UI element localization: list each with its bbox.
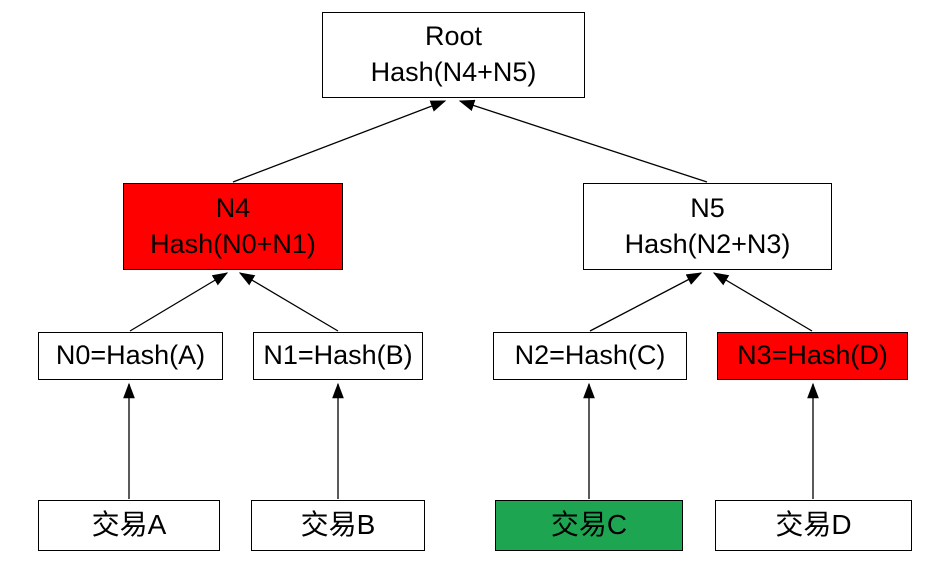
node-n4-title: N4 [215,192,251,223]
node-n0: N0=Hash(A) [38,332,223,380]
arrow-n5-to-root [458,99,708,183]
node-root-title: Root [424,21,483,52]
node-n5: N5 Hash(N2+N3) [583,183,832,270]
node-n2: N2=Hash(C) [493,332,687,380]
node-n5-title: N5 [690,192,725,223]
node-n4-hash: Hash(N0+N1) [150,228,316,259]
arrow-n4-to-root [232,100,447,183]
node-transaction-a: 交易A [38,500,220,551]
node-transaction-d-label: 交易D [775,509,852,541]
node-transaction-b: 交易B [251,500,425,551]
node-n4: N4 Hash(N0+N1) [123,183,343,270]
arrow-n3-to-n5 [712,272,813,332]
node-n5-hash: Hash(N2+N3) [624,228,791,259]
node-transaction-c-label: 交易C [550,509,628,541]
node-transaction-a-label: 交易A [91,509,167,541]
node-n1-label: N1=Hash(B) [263,340,413,371]
node-n3: N3=Hash(D) [717,332,908,380]
arrow-n0-to-n4 [129,272,229,332]
arrow-n1-to-n4 [238,272,339,332]
node-transaction-d: 交易D [715,500,912,551]
node-n2-label: N2=Hash(C) [514,340,666,371]
node-root-hash: Hash(N4+N5) [370,57,537,87]
node-transaction-b-label: 交易B [300,509,376,541]
node-n3-label: N3=Hash(D) [737,340,888,371]
node-transaction-c: 交易C [495,500,683,551]
node-n1: N1=Hash(B) [253,332,423,380]
node-n0-label: N0=Hash(A) [55,340,206,371]
arrow-n2-to-n5 [589,272,703,332]
node-root: Root Hash(N4+N5) [322,12,585,98]
